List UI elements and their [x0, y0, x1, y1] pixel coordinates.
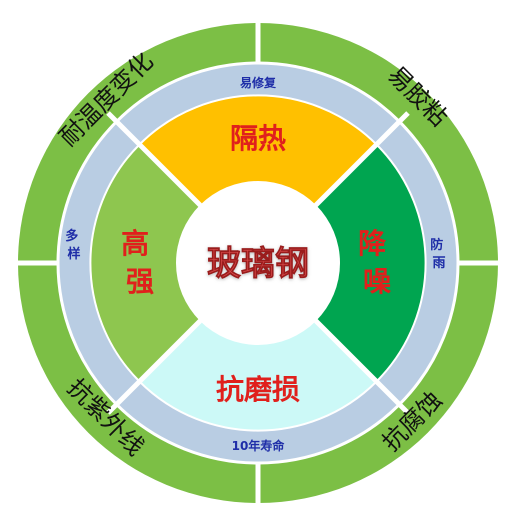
label-ten-year-life: 10年寿命 [232, 438, 286, 453]
label-noise-reduction-1: 降 [358, 227, 387, 260]
label-diverse-2: 样 [67, 246, 80, 262]
label-high-strength: 高 强 [121, 227, 159, 298]
separators [18, 23, 498, 503]
label-diverse-1: 多 [65, 228, 78, 244]
label-rainproof-2: 雨 [432, 256, 445, 271]
label-high-strength-2: 强 [126, 265, 154, 298]
sector-top [139, 95, 377, 263]
label-diverse: 多 样 [65, 228, 83, 262]
label-rainproof: 防 雨 [430, 237, 448, 271]
sector-right [258, 144, 426, 382]
label-easy-repair: 易修复 [240, 75, 277, 90]
middle-ring-edge [56, 61, 460, 465]
label-rainproof-1: 防 [430, 237, 443, 253]
inner-ring-edge [89, 94, 427, 432]
label-noise-reduction-2: 噪 [363, 265, 391, 298]
sector-left [90, 144, 258, 382]
label-insulation: 隔热 [230, 122, 286, 155]
center-circle [176, 181, 340, 345]
label-high-strength-1: 高 [121, 227, 149, 260]
label-abrasion-resistance: 抗磨损 [216, 373, 300, 406]
sector-bottom [139, 263, 377, 431]
center-label: 玻璃钢 [207, 244, 309, 284]
label-noise-reduction: 降 噪 [358, 227, 396, 298]
